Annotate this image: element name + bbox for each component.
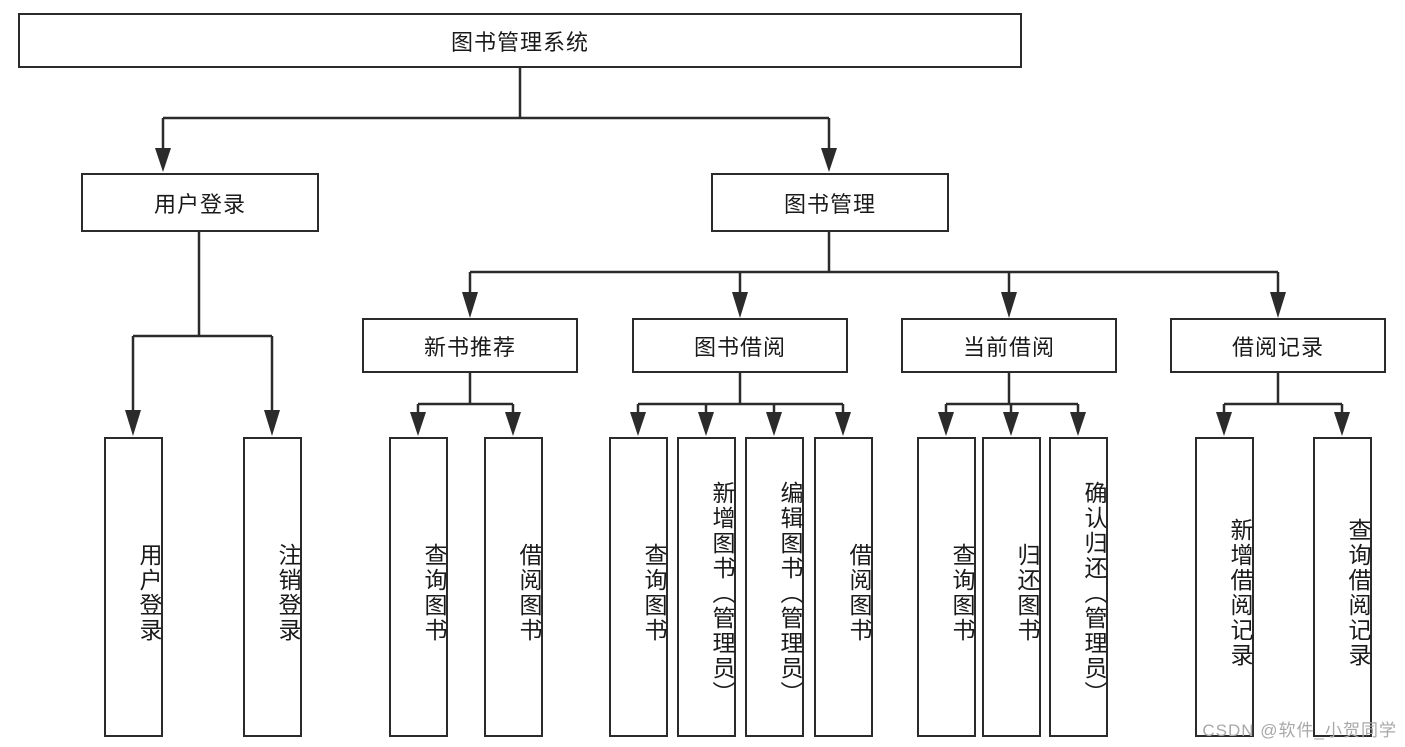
node-book-borrow[interactable]: 图书借阅 bbox=[632, 318, 848, 373]
node-label: 图书管理系统 bbox=[450, 29, 589, 55]
arrowhead-current-borrow bbox=[1001, 292, 1017, 318]
arrowhead-leaf-current-borrow-3 bbox=[1070, 412, 1086, 436]
leaf-current-borrow-return[interactable]: 归还图书 bbox=[982, 437, 1041, 737]
leaf-borrow-record-add[interactable]: 新增借阅记录 bbox=[1195, 437, 1254, 737]
node-label: 图书借阅 bbox=[693, 334, 786, 360]
node-label: 借阅图书 bbox=[846, 543, 872, 643]
node-label: 归还图书 bbox=[1014, 543, 1040, 643]
node-current-borrow[interactable]: 当前借阅 bbox=[901, 318, 1117, 373]
leaf-book-borrow-edit[interactable]: 编辑图书（管理员） bbox=[745, 437, 804, 737]
arrowhead-leaf-new-book-1 bbox=[410, 412, 426, 436]
node-label: 查询图书 bbox=[641, 543, 667, 643]
arrowhead-new-book bbox=[462, 292, 478, 318]
watermark-text: CSDN @软件_小贺同学 bbox=[1202, 721, 1397, 740]
arrowhead-leaf-book-borrow-1 bbox=[630, 412, 646, 436]
node-label: 借阅图书 bbox=[516, 543, 542, 643]
node-label: 查询图书 bbox=[421, 543, 447, 643]
arrowhead-book-manage bbox=[821, 148, 837, 172]
leaf-current-borrow-confirm-return[interactable]: 确认归还（管理员） bbox=[1049, 437, 1108, 737]
node-root-book-management-system[interactable]: 图书管理系统 bbox=[18, 13, 1022, 68]
node-label: 图书管理 bbox=[783, 191, 876, 217]
arrowhead-book-borrow bbox=[732, 292, 748, 318]
arrowhead-leaf-book-borrow-2 bbox=[698, 412, 714, 436]
node-label: 新书推荐 bbox=[423, 334, 516, 360]
node-label: 新增借阅记录 bbox=[1227, 518, 1253, 668]
node-label: 当前借阅 bbox=[962, 334, 1055, 360]
node-label: 注销登录 bbox=[275, 543, 301, 643]
leaf-user-login-logout[interactable]: 注销登录 bbox=[243, 437, 302, 737]
leaf-book-borrow-add[interactable]: 新增图书（管理员） bbox=[677, 437, 736, 737]
arrowhead-leaf-user-login-1 bbox=[125, 410, 141, 436]
arrowhead-leaf-borrow-record-1 bbox=[1216, 412, 1232, 436]
leaf-current-borrow-query[interactable]: 查询图书 bbox=[917, 437, 976, 737]
arrowhead-leaf-book-borrow-3 bbox=[766, 412, 782, 436]
arrowhead-borrow-record bbox=[1270, 292, 1286, 318]
arrowhead-leaf-new-book-2 bbox=[505, 412, 521, 436]
node-label: 查询借阅记录 bbox=[1345, 518, 1371, 668]
node-label: 编辑图书（管理员） bbox=[777, 480, 803, 706]
node-label: 用户登录 bbox=[136, 543, 162, 643]
node-label: 确认归还（管理员） bbox=[1081, 480, 1107, 706]
arrowhead-leaf-current-borrow-1 bbox=[938, 412, 954, 436]
leaf-user-login-login[interactable]: 用户登录 bbox=[104, 437, 163, 737]
arrowhead-leaf-current-borrow-2 bbox=[1003, 412, 1019, 436]
node-label: 新增图书（管理员） bbox=[709, 480, 735, 706]
leaf-book-borrow-borrow[interactable]: 借阅图书 bbox=[814, 437, 873, 737]
node-label: 借阅记录 bbox=[1231, 334, 1324, 360]
leaf-new-book-query[interactable]: 查询图书 bbox=[389, 437, 448, 737]
arrowhead-leaf-book-borrow-4 bbox=[835, 412, 851, 436]
leaf-new-book-borrow[interactable]: 借阅图书 bbox=[484, 437, 543, 737]
node-label: 用户登录 bbox=[153, 191, 246, 217]
arrowhead-leaf-user-login-2 bbox=[264, 410, 280, 436]
node-user-login[interactable]: 用户登录 bbox=[81, 173, 319, 232]
arrowhead-user-login bbox=[155, 148, 171, 172]
node-label: 查询图书 bbox=[949, 543, 975, 643]
leaf-borrow-record-query[interactable]: 查询借阅记录 bbox=[1313, 437, 1372, 737]
node-new-book-recommend[interactable]: 新书推荐 bbox=[362, 318, 578, 373]
leaf-book-borrow-query[interactable]: 查询图书 bbox=[609, 437, 668, 737]
node-book-management[interactable]: 图书管理 bbox=[711, 173, 949, 232]
arrowhead-leaf-borrow-record-2 bbox=[1334, 412, 1350, 436]
node-borrow-record[interactable]: 借阅记录 bbox=[1170, 318, 1386, 373]
